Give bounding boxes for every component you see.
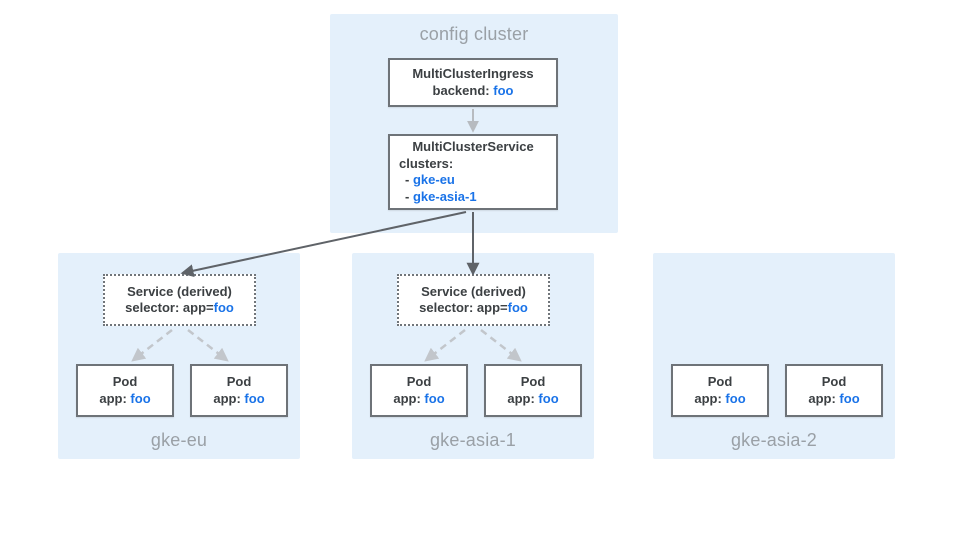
pod-app-line: app: foo	[192, 391, 286, 408]
pod-title: Pod	[821, 374, 847, 389]
selector-label: selector: app=	[419, 300, 508, 315]
app-value: foo	[725, 390, 746, 406]
cluster-label-gke-asia-1: gke-asia-1	[429, 430, 517, 450]
app-value: foo	[244, 390, 265, 406]
bullet: -	[405, 172, 410, 187]
pod-title: Pod	[226, 374, 252, 389]
pod-box: Pod app: foo	[671, 364, 769, 417]
pod-box: Pod app: foo	[484, 364, 582, 417]
cluster-list-item-gke-eu: - gke-eu	[390, 172, 556, 189]
derived-service-selector: selector: app=foo	[105, 300, 254, 317]
app-label: app:	[99, 390, 127, 406]
cluster-label-gke-asia-2: gke-asia-2	[730, 430, 818, 450]
selector-label: selector: app=	[125, 300, 214, 315]
pod-app-line: app: foo	[673, 391, 767, 408]
app-value: foo	[538, 390, 559, 406]
multi-cluster-service-box: MultiClusterService clusters: - gke-eu -…	[388, 134, 558, 210]
multi-cluster-ingress-title: MultiClusterIngress	[412, 66, 534, 81]
cluster-list-item-gke-asia-1: - gke-asia-1	[390, 189, 556, 206]
app-value: foo	[130, 390, 151, 406]
derived-service-title: Service (derived)	[421, 283, 526, 299]
clusters-label: clusters:	[399, 155, 454, 171]
pod-app-line: app: foo	[78, 391, 172, 408]
app-label: app:	[393, 390, 421, 406]
pod-title: Pod	[406, 374, 432, 389]
bullet: -	[405, 188, 410, 204]
selector-value: foo	[507, 300, 528, 315]
pod-app-line: app: foo	[787, 391, 881, 408]
pod-app-line: app: foo	[486, 391, 580, 408]
pod-title: Pod	[707, 374, 733, 389]
pod-box: Pod app: foo	[370, 364, 468, 417]
pod-title: Pod	[520, 374, 546, 389]
app-label: app:	[213, 390, 241, 406]
pod-app-line: app: foo	[372, 391, 466, 408]
multi-cluster-service-title: MultiClusterService	[412, 139, 534, 154]
derived-service-box-gke-asia-1: Service (derived) selector: app=foo	[397, 274, 550, 326]
pod-box: Pod app: foo	[785, 364, 883, 417]
backend-label: backend:	[432, 82, 490, 98]
app-label: app:	[694, 390, 722, 406]
selector-value: foo	[213, 300, 234, 315]
cluster-panel-gke-eu: Service (derived) selector: app=foo Pod …	[58, 253, 300, 459]
cluster-ref-gke-asia-1: gke-asia-1	[412, 188, 477, 204]
pod-title: Pod	[112, 374, 138, 389]
cluster-label-gke-eu: gke-eu	[150, 430, 208, 450]
cluster-panel-gke-asia-2: Pod app: foo Pod app: foo gke-asia-2	[653, 253, 895, 459]
derived-service-title: Service (derived)	[127, 283, 232, 299]
derived-service-selector: selector: app=foo	[399, 300, 548, 317]
app-value: foo	[839, 390, 860, 406]
config-cluster-panel: config cluster MultiClusterIngress backe…	[330, 14, 618, 233]
app-label: app:	[808, 390, 836, 406]
multi-cluster-ingress-backend: backend: foo	[390, 83, 556, 100]
app-value: foo	[424, 390, 445, 406]
backend-value: foo	[493, 82, 514, 98]
app-label: app:	[507, 390, 535, 406]
derived-service-box-gke-eu: Service (derived) selector: app=foo	[103, 274, 256, 326]
config-cluster-label: config cluster	[419, 24, 529, 44]
cluster-ref-gke-eu: gke-eu	[412, 172, 455, 187]
cluster-panel-gke-asia-1: Service (derived) selector: app=foo Pod …	[352, 253, 594, 459]
multi-cluster-ingress-box: MultiClusterIngress backend: foo	[388, 58, 558, 107]
pod-box: Pod app: foo	[190, 364, 288, 417]
pod-box: Pod app: foo	[76, 364, 174, 417]
